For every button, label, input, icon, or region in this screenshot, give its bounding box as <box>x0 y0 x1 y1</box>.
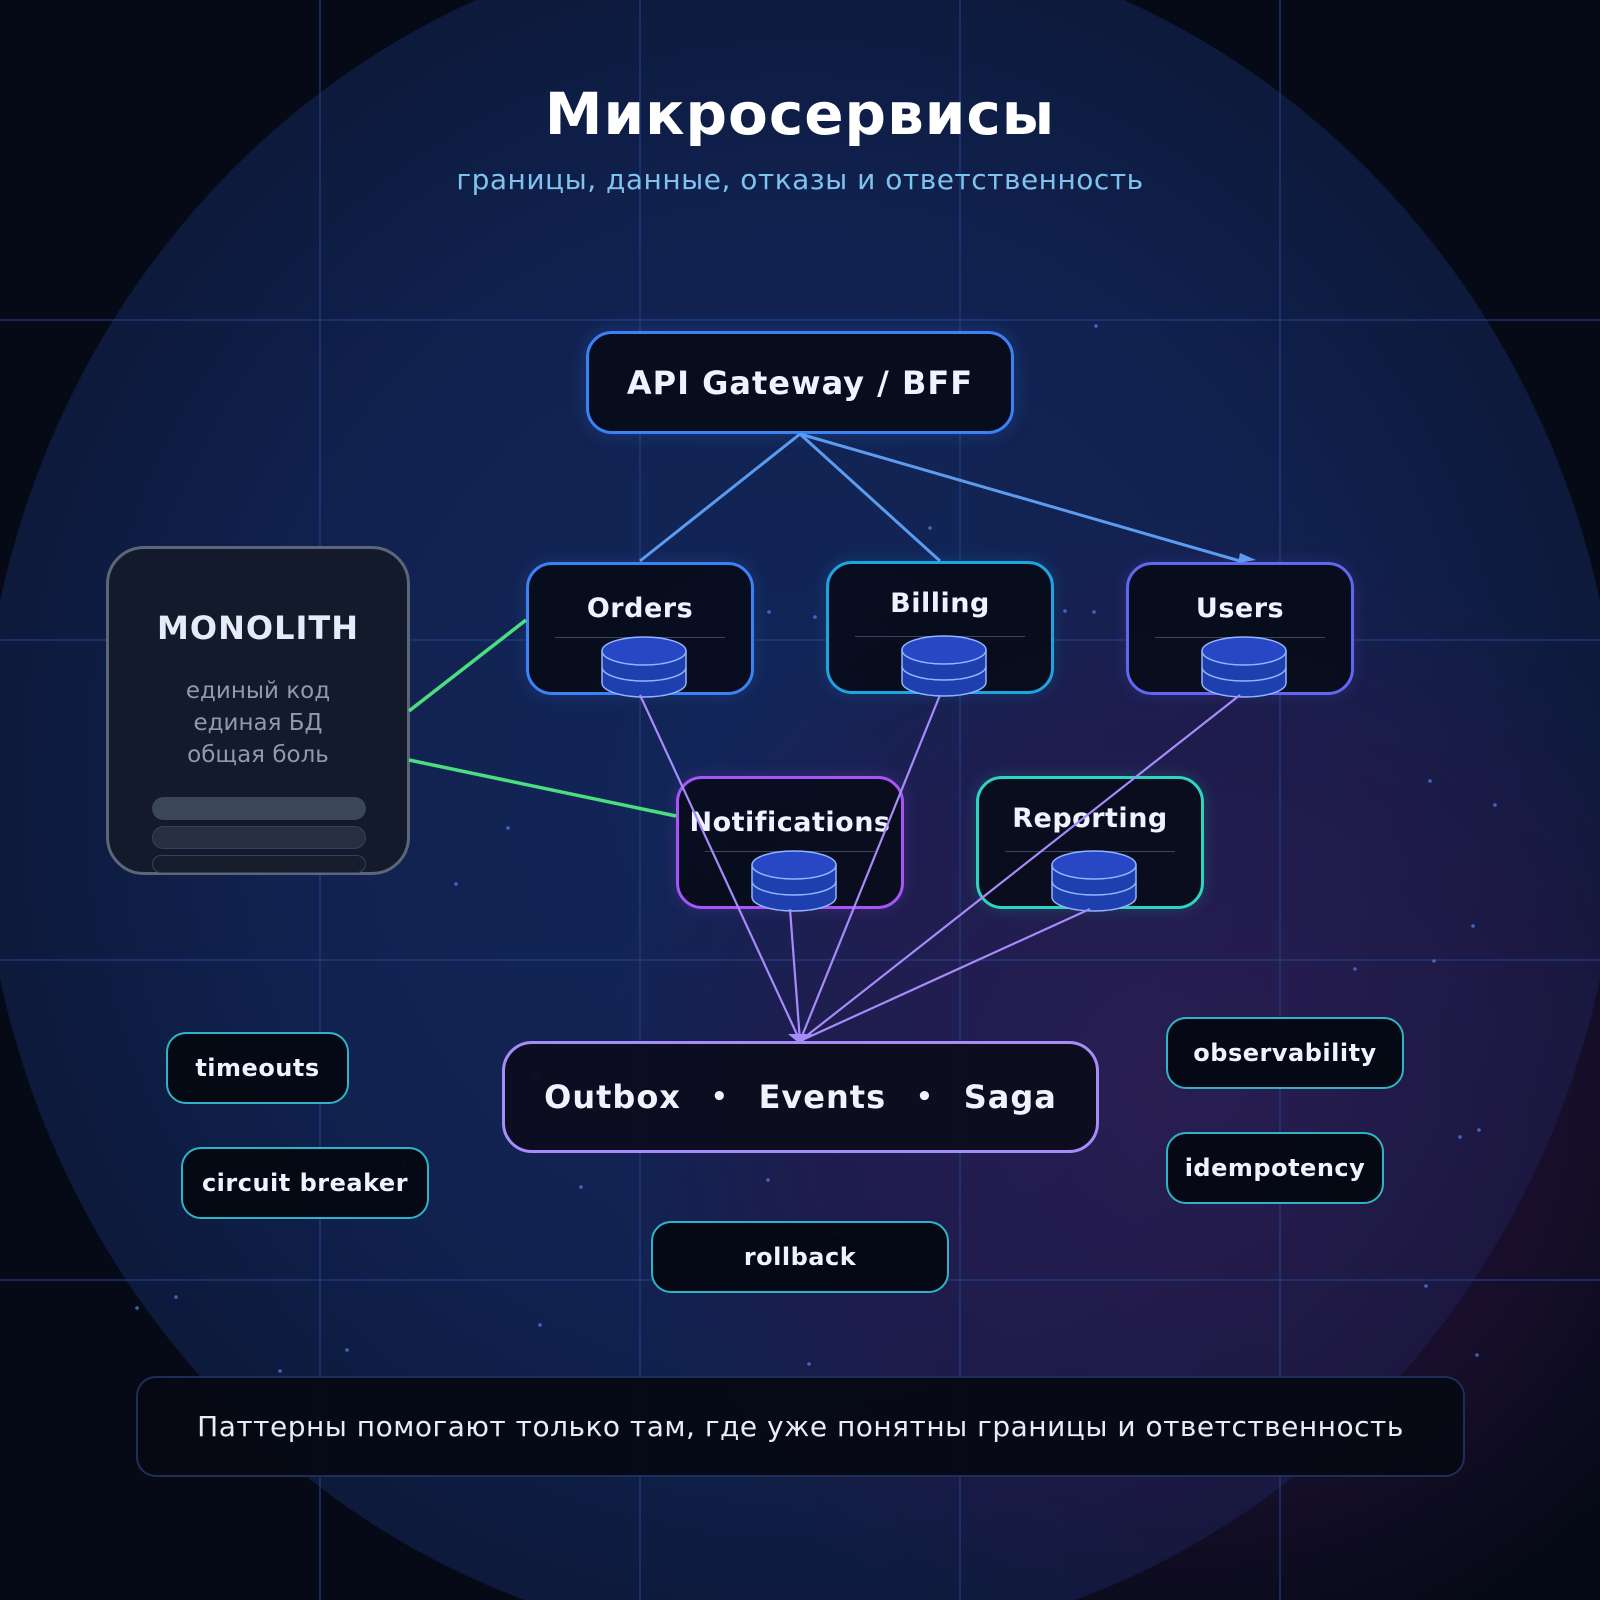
edge-arrowhead <box>1238 553 1256 563</box>
service-reporting-label: Reporting <box>1012 803 1168 834</box>
events-separator: • <box>710 1082 729 1112</box>
monolith-bar <box>152 855 366 873</box>
database-icon <box>751 850 837 912</box>
edge-gateway-billing <box>798 432 942 563</box>
monolith-edges <box>407 618 677 818</box>
service-users-label: Users <box>1195 593 1285 624</box>
edge-billing-events <box>798 694 942 1042</box>
database-icon <box>1051 850 1137 912</box>
events-item-saga: Saga <box>963 1078 1057 1116</box>
monolith-node: MONOLITH единый код единая БД общая боль <box>106 546 410 875</box>
edge-monolith-notifications <box>408 758 677 818</box>
monolith-bar <box>152 826 366 849</box>
api-gateway-node: API Gateway / BFF <box>586 331 1014 434</box>
service-billing-node: Billing <box>826 561 1054 697</box>
database-icon <box>901 635 987 697</box>
edge-gateway-users <box>799 432 1241 563</box>
service-orders-label: Orders <box>586 593 694 624</box>
tag-timeouts: timeouts <box>166 1032 349 1104</box>
edge-users-events <box>799 694 1241 1042</box>
service-reporting-node: Reporting <box>976 776 1204 912</box>
events-item-outbox: Outbox <box>544 1078 681 1116</box>
gateway-edges <box>639 432 1256 563</box>
service-users-node: Users <box>1126 562 1354 698</box>
database-icon <box>601 636 687 698</box>
edge-reporting-events <box>799 907 1091 1043</box>
edge-arrowhead <box>788 1034 812 1044</box>
tag-circuit-breaker: circuit breaker <box>181 1147 429 1219</box>
service-notifications-node: Notifications <box>676 776 904 912</box>
footer-note: Паттерны помогают только там, где уже по… <box>136 1376 1465 1477</box>
service-billing-label: Billing <box>890 588 990 619</box>
monolith-title: MONOLITH <box>157 609 359 647</box>
monolith-line-db: единая БД <box>193 710 323 736</box>
events-item-events: Events <box>758 1078 887 1116</box>
monolith-bar <box>152 797 366 820</box>
edge-orders-events <box>639 694 801 1042</box>
database-icon <box>1201 636 1287 698</box>
edge-monolith-orders <box>407 618 528 713</box>
edge-gateway-orders <box>639 432 801 563</box>
service-orders-node: Orders <box>526 562 754 698</box>
tag-rollback: rollback <box>651 1221 949 1293</box>
tag-idempotency: idempotency <box>1166 1132 1384 1204</box>
service-notifications-label: Notifications <box>689 807 891 838</box>
diagram-subtitle: границы, данные, отказы и ответственност… <box>456 163 1144 196</box>
monolith-line-pain: общая боль <box>187 742 329 768</box>
event-edges <box>639 694 1241 1044</box>
events-separator: • <box>916 1082 934 1112</box>
monolith-line-code: единый код <box>185 678 331 704</box>
edge-notifications-events <box>788 908 802 1042</box>
diagram-title: Микросервисы <box>544 80 1056 148</box>
events-bus-node: Outbox • Events • Saga <box>502 1041 1099 1153</box>
tag-observability: observability <box>1166 1017 1404 1089</box>
